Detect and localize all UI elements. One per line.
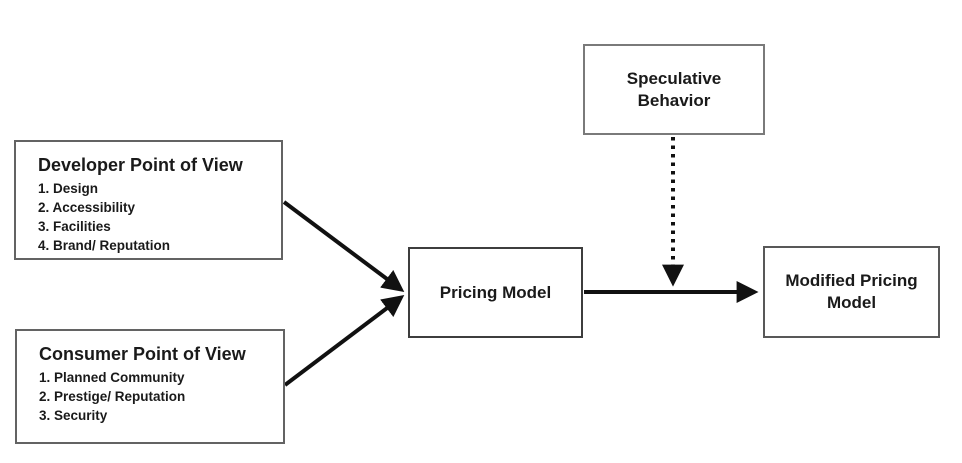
developer-box-item: 1. Design — [38, 181, 99, 196]
arrow-developer-to-pricing — [282, 200, 405, 292]
speculative-behavior-label: Speculative Behavior — [626, 68, 722, 110]
modified-pricing-model-label: Modified Pricing Model — [785, 271, 918, 312]
consumer-box-title: Consumer Point of View — [39, 344, 246, 364]
consumer-box-item: 3. Security — [39, 408, 108, 423]
arrow-consumer-to-pricing — [283, 295, 405, 387]
developer-point-of-view-box: Developer Point of View 1. Design 2. Acc… — [14, 140, 283, 260]
developer-box-item: 3. Facilities — [38, 219, 111, 234]
speculative-behavior-box: Speculative Behavior — [583, 44, 765, 135]
pricing-model-label: Pricing Model — [439, 282, 552, 302]
developer-box-title: Developer Point of View — [38, 155, 243, 175]
consumer-box-item: 1. Planned Community — [39, 370, 185, 385]
consumer-box-item: 2. Prestige/ Reputation — [39, 389, 186, 404]
developer-box-item: 2. Accessibility — [38, 200, 136, 215]
developer-box-item: 4. Brand/ Reputation — [38, 238, 171, 253]
pricing-model-box: Pricing Model — [408, 247, 583, 338]
modified-pricing-model-box: Modified Pricing Model — [763, 246, 940, 338]
consumer-point-of-view-box: Consumer Point of View 1. Planned Commun… — [15, 329, 285, 444]
